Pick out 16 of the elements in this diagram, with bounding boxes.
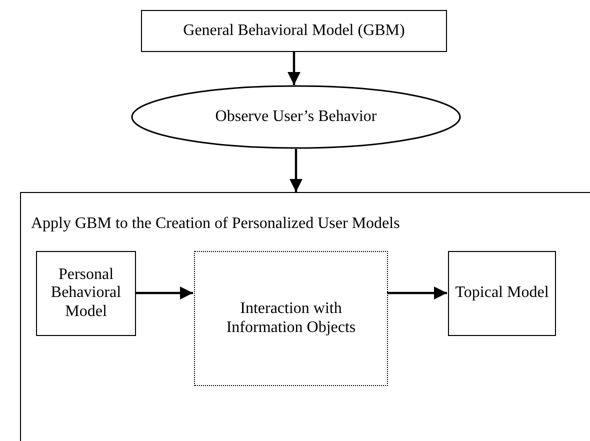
arrow — [287, 52, 301, 85]
process-box — [194, 251, 388, 386]
process-box — [36, 251, 136, 336]
node-label: Interaction with Information Objects — [225, 300, 357, 337]
node-label: Observe User’s Behavior — [214, 108, 378, 126]
process-ellipse — [131, 85, 461, 149]
arrow — [387, 286, 447, 300]
arrow — [135, 286, 193, 300]
arrow — [289, 149, 303, 192]
node-label: General Behavioral Model (GBM) — [182, 22, 406, 40]
group-panel — [20, 192, 590, 441]
process-box — [448, 251, 556, 336]
node-label: Topical Model — [454, 284, 550, 303]
process-box — [141, 10, 447, 52]
node-label: Personal Behavioral Model — [50, 266, 122, 322]
group-heading: Apply GBM to the Creation of Personalized User Models — [31, 215, 400, 234]
